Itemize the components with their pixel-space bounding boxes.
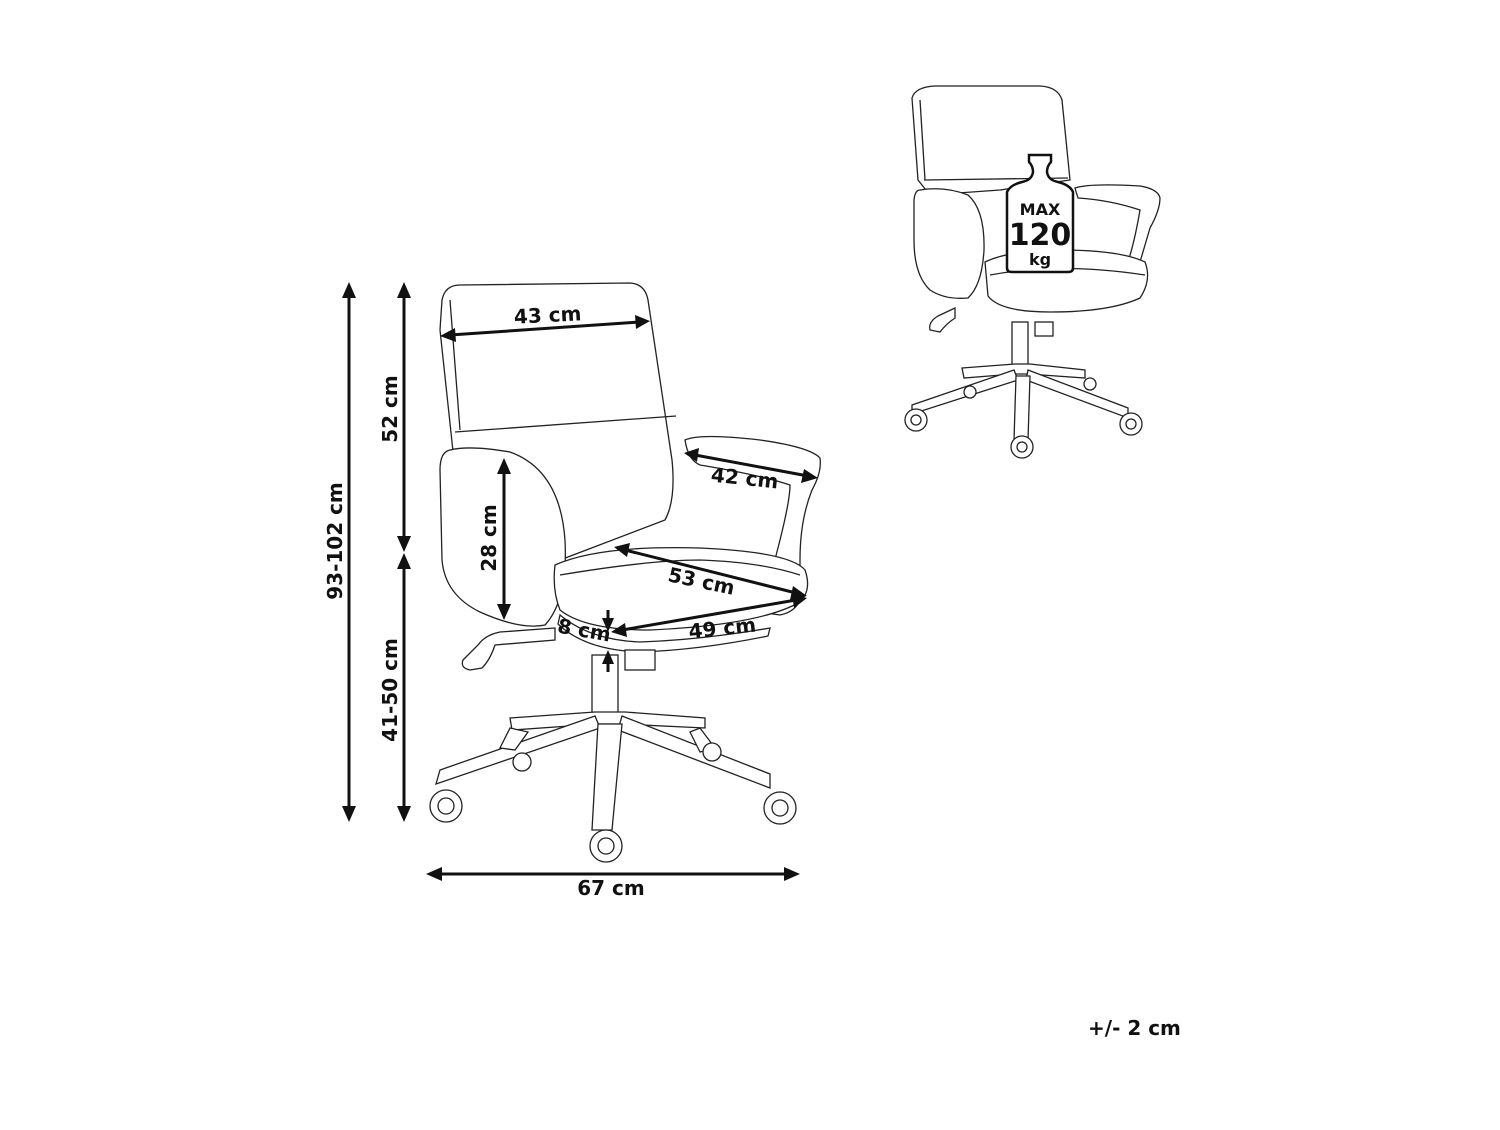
label-total-height: 93-102 cm (323, 482, 347, 600)
tolerance-note: +/- 2 cm (1088, 1016, 1181, 1040)
label-seat-height: 41-50 cm (378, 638, 402, 742)
chair-side-view (429, 282, 821, 863)
dimension-arrows (342, 282, 818, 881)
label-armrest-height: 28 cm (477, 504, 501, 572)
label-back-height: 52 cm (378, 375, 402, 443)
chair-perspective-view (904, 85, 1161, 459)
weight-icon: MAX 120 kg (1005, 153, 1075, 274)
max-load-value: 120 (1009, 218, 1072, 253)
label-total-width: 67 cm (577, 876, 645, 900)
max-label: MAX (1020, 200, 1061, 219)
max-load-unit: kg (1029, 250, 1051, 269)
dimension-labels: 93-102 cm 52 cm 41-50 cm 28 cm 43 cm 42 … (323, 301, 780, 900)
label-back-width: 43 cm (513, 301, 582, 328)
